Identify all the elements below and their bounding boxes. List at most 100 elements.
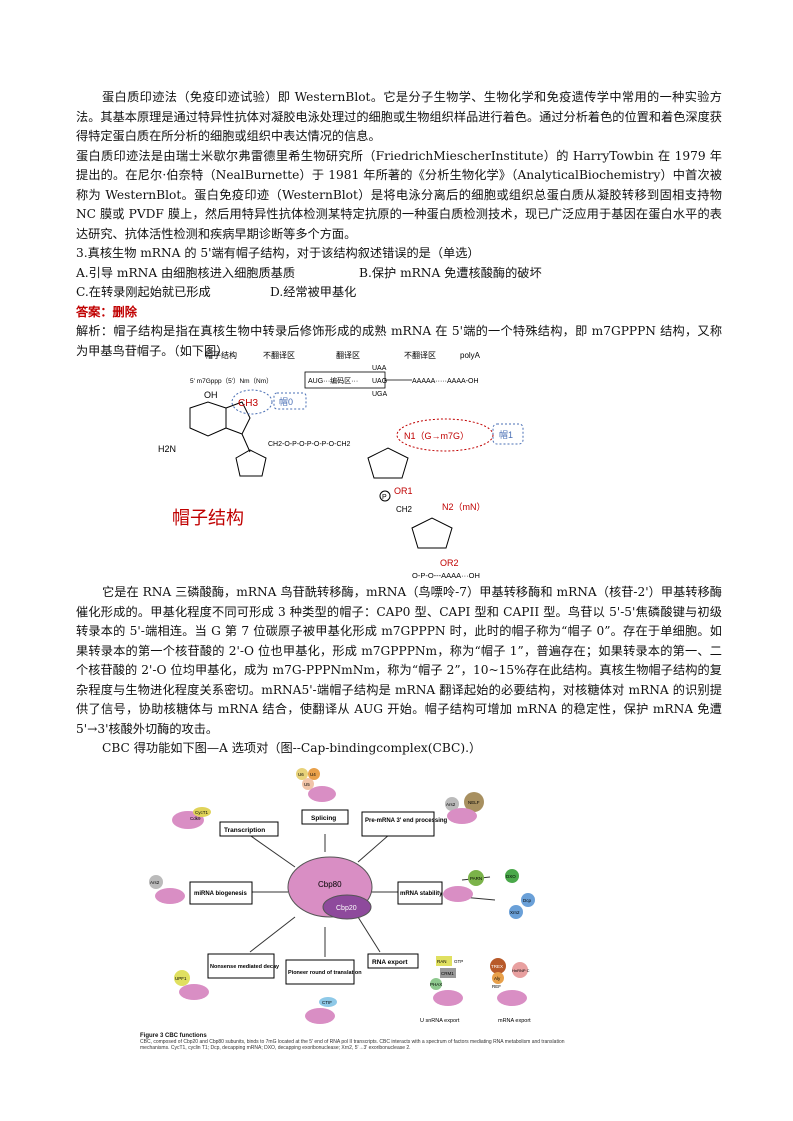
coding-box-text: AUG···编码区··· bbox=[308, 376, 358, 385]
guanine-ring-5 bbox=[225, 401, 251, 435]
u6-label: U6 bbox=[298, 772, 304, 777]
label-coding-region: 翻译区 bbox=[336, 351, 360, 360]
ref-label: REF bbox=[492, 984, 501, 989]
ars2-blob-top bbox=[445, 797, 459, 811]
crm1-blob bbox=[440, 968, 456, 978]
dxo-blob bbox=[505, 869, 519, 883]
box-transcription bbox=[219, 821, 279, 837]
cap0-label: 帽0 bbox=[279, 396, 293, 407]
u5-label: U5 bbox=[304, 782, 310, 787]
u-export-cbp80 bbox=[433, 990, 463, 1006]
polya-tail: AAAAA·····AAAA-OH bbox=[412, 378, 479, 385]
sugar-ring-3 bbox=[411, 517, 453, 549]
guanine-ring-6 bbox=[189, 401, 227, 437]
arrows-group bbox=[247, 833, 496, 957]
stop-codon-uag: UAG bbox=[372, 378, 387, 385]
pioneer-label: Pioneer round of translation bbox=[288, 970, 362, 976]
methyl-ch3: CH3 bbox=[238, 398, 258, 409]
xrn2-blob bbox=[509, 905, 523, 919]
nmd-label: Nonsense mediated decay bbox=[210, 964, 280, 970]
document-body: 蛋白质印迹法（免疫印迹试验）即 WesternBlot。它是分子生物学、生物化学… bbox=[76, 88, 722, 361]
hnrnp-label: HnRNP C bbox=[512, 968, 530, 973]
m-export-cbp80 bbox=[497, 990, 527, 1006]
cap-structure-diagram: 帽子结构 不翻译区 翻译区 不翻译区 polyA 5' m7Gppp（5'）Nm… bbox=[158, 350, 524, 580]
box-export bbox=[367, 953, 419, 969]
crm1-label: CRM1 bbox=[441, 971, 454, 976]
cbc-center-cbp20 bbox=[322, 894, 372, 920]
dcp-blob bbox=[521, 893, 535, 907]
label-polya: polyA bbox=[460, 351, 481, 360]
option-b: B.保护 mRNA 免遭核酸酶的破坏 bbox=[359, 265, 542, 280]
upf1-blob bbox=[174, 970, 190, 986]
analysis-text: 解析：帽子结构是指在真核生物中转录后修饰形成的成熟 mRNA 在 5'端的一个特… bbox=[76, 324, 722, 358]
cyct1-blob bbox=[193, 807, 211, 817]
stability-label: mRNA stability bbox=[400, 891, 443, 897]
cap1-label: 帽1 bbox=[499, 429, 513, 440]
or1-label: OR1 bbox=[394, 486, 413, 496]
gtp-label: GTP bbox=[454, 959, 463, 964]
box-mirna bbox=[189, 881, 253, 905]
n1-ellipse bbox=[396, 418, 494, 452]
cbc-functions-diagram: Cbp80 Cbp20 Transcription Splicing Pre-m… bbox=[149, 768, 535, 1024]
center-cbp20-label: Cbp20 bbox=[336, 905, 357, 912]
cap0-box bbox=[273, 392, 307, 410]
dxo-label: DXO bbox=[506, 874, 516, 879]
sugar-ring-1 bbox=[235, 449, 267, 477]
mirna-label: miRNA biogenesis bbox=[194, 891, 247, 897]
cap-formula: 5' m7Gppp（5'）Nm（Nm） bbox=[190, 377, 273, 385]
u5-blob bbox=[302, 778, 314, 790]
label-utr-right: 不翻译区 bbox=[404, 351, 436, 360]
u-export-label: U snRNA export bbox=[420, 1018, 460, 1024]
tail-label: O-P-O---AAAA···OH bbox=[412, 571, 480, 580]
answer-label: 答案：删除 bbox=[76, 304, 137, 319]
export-label: RNA export bbox=[372, 959, 408, 966]
bond-to-sugar bbox=[241, 433, 251, 453]
box-splicing bbox=[301, 809, 349, 825]
ars2-blob bbox=[149, 875, 163, 889]
cap-structure-big-label: 帽子结构 bbox=[172, 508, 244, 528]
paragraph-cbc-intro: CBC 得功能如下图—A 选项对（图--Cap-bindingcomplex(C… bbox=[102, 741, 482, 755]
trex-label: TREX bbox=[491, 964, 503, 969]
n2-label: N2（mN） bbox=[442, 502, 486, 512]
question-text: 3.真核生物 mRNA 的 5'端有帽子结构，对于该结构叙述错误的是（单选） bbox=[76, 246, 480, 260]
u6-blob bbox=[296, 768, 308, 780]
hnrnp-blob bbox=[512, 962, 528, 978]
figure-caption-desc: CBC, composed of Cbp20 and Cbp80 subunit… bbox=[140, 1039, 565, 1052]
stop-codon-uga: UGA bbox=[372, 391, 388, 398]
box-premrna bbox=[361, 811, 435, 837]
nelf-label: NELF bbox=[468, 800, 480, 805]
upf1-label: UPF1 bbox=[175, 976, 187, 981]
aly-label: Aly bbox=[494, 976, 501, 981]
n1-label: N1（G→m7G） bbox=[404, 431, 469, 441]
paragraph-western-blot-history: 蛋白质印迹法是由瑞士米歇尔弗雷德里希生物研究所（FriedrichMiesche… bbox=[76, 148, 722, 241]
or2-label: OR2 bbox=[440, 558, 459, 568]
cdk9-label: Cdk9 bbox=[190, 816, 201, 821]
dcp-label: Dcp bbox=[523, 898, 531, 903]
phosphate-p: P bbox=[382, 494, 387, 501]
u4-label: U4 bbox=[310, 772, 316, 777]
figure-caption: Figure 3 CBC functions CBC, composed of … bbox=[140, 1033, 580, 1052]
nelf-blob bbox=[464, 792, 484, 812]
guanine-oh: OH bbox=[204, 390, 218, 400]
pioneer-cbp80 bbox=[305, 1008, 335, 1024]
phax-label: PHAX bbox=[430, 982, 442, 987]
m-export-label: mRNA export bbox=[498, 1018, 531, 1024]
option-c: C.在转录刚起始就已形成 bbox=[76, 285, 211, 299]
label-cap-region: 帽子结构 bbox=[205, 350, 237, 360]
splicing-label: Splicing bbox=[311, 815, 336, 822]
splicing-cbp80 bbox=[308, 786, 336, 802]
option-d: D.经常被甲基化 bbox=[270, 285, 357, 299]
aly-blob bbox=[492, 972, 504, 984]
parn-blob bbox=[468, 870, 484, 886]
ars2-top-label: Ars2 bbox=[446, 802, 456, 807]
ch2-label: CH2 bbox=[396, 505, 413, 514]
mirna-cbp80 bbox=[155, 888, 185, 904]
label-utr-left: 不翻译区 bbox=[263, 351, 295, 360]
nmd-cbp80 bbox=[179, 984, 209, 1000]
transcription-label: Transcription bbox=[224, 827, 265, 834]
stop-codon-uaa: UAA bbox=[372, 365, 387, 372]
phax-blob bbox=[430, 978, 442, 990]
box-nmd bbox=[207, 953, 275, 979]
paragraph-cap-types: 它是在 RNA 三磷酸酶，mRNA 鸟苷酰转移酶，mRNA（鸟嘌呤-7）甲基转移… bbox=[76, 585, 722, 736]
ars2-label: Ars2 bbox=[150, 880, 160, 885]
